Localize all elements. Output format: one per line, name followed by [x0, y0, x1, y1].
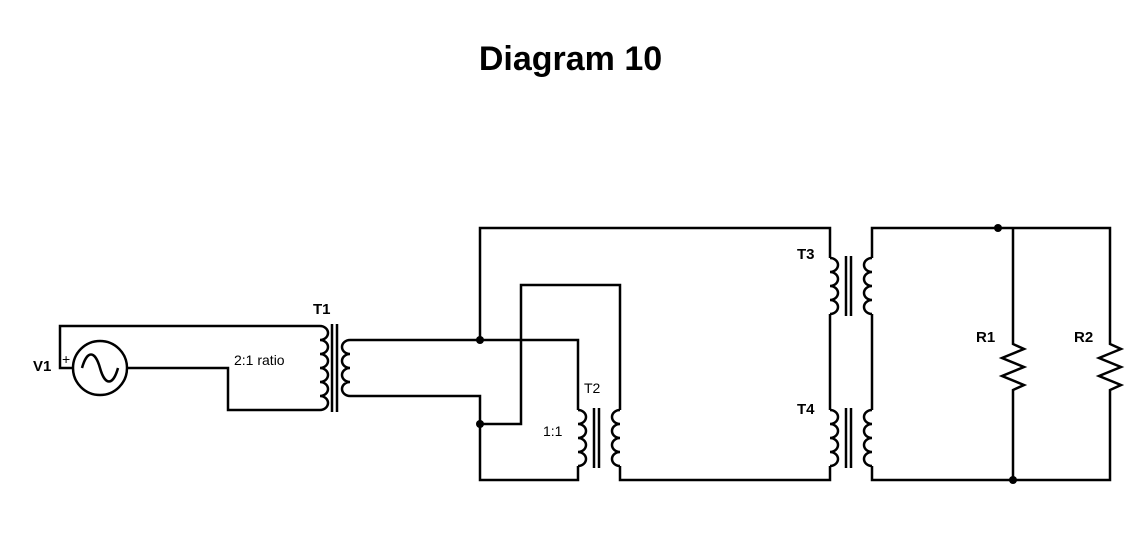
label-t3: T3: [797, 246, 815, 263]
diagram-title: Diagram 10: [478, 40, 663, 78]
transformer-t4: [829, 408, 873, 468]
label-t4: T4: [797, 401, 815, 418]
wire-t2-top: [480, 283, 622, 426]
transformer-t3: [829, 256, 873, 316]
wire-t1-top: [350, 338, 580, 410]
junction-dot: [476, 336, 484, 344]
sine-wave-icon: [80, 353, 120, 383]
resistor-r1: [998, 340, 1028, 396]
resistor-r2: [1095, 340, 1125, 396]
label-t1-ratio: 2:1 ratio: [234, 352, 285, 368]
label-t2-ratio: 1:1: [543, 423, 563, 439]
label-r2: R2: [1074, 329, 1093, 346]
label-t1: T1: [313, 301, 331, 318]
wire-source-top: [58, 324, 320, 370]
transformer-t1: [319, 324, 351, 412]
wire-load-bottom: [870, 396, 1112, 482]
voltage-source-v1: [71, 339, 129, 397]
label-r1: R1: [976, 329, 995, 346]
wire-loop-top: [478, 226, 832, 340]
wire-source-bottom: [127, 366, 320, 412]
wire-load-top: [870, 226, 1112, 340]
junction-dot: [476, 420, 484, 428]
wire-t2-to-t4: [618, 466, 832, 482]
junction-dot: [1009, 476, 1017, 484]
label-t2: T2: [584, 380, 601, 396]
junction-dot: [994, 224, 1002, 232]
transformer-t2: [577, 408, 621, 468]
label-plus: +: [62, 351, 70, 367]
label-v1: V1: [33, 358, 51, 375]
wire-t1-bottom: [350, 394, 580, 482]
